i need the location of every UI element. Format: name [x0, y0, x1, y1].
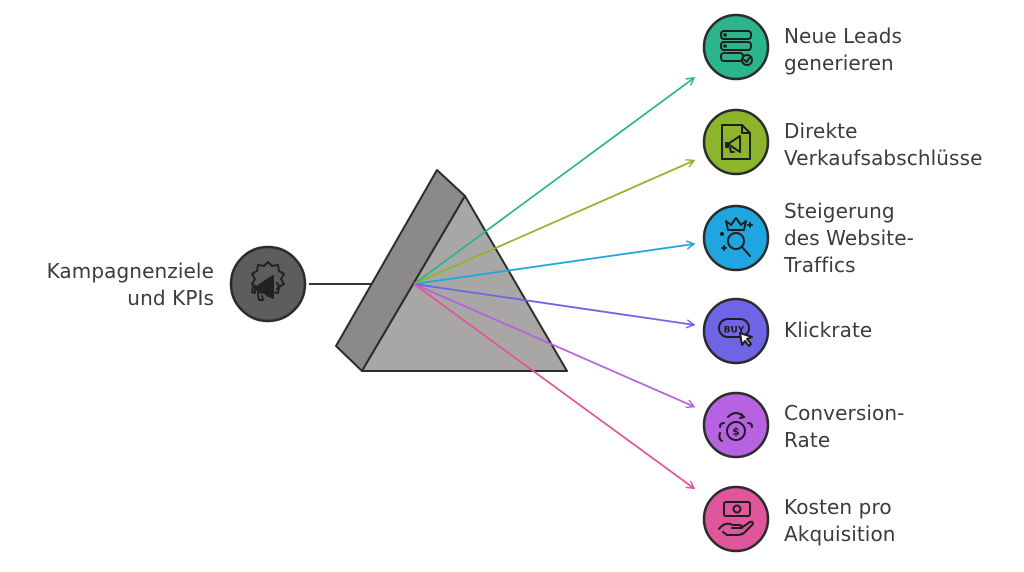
node-website-traffic [702, 204, 770, 272]
dollar-text: $ [732, 425, 740, 438]
node-kosten-akquisition [702, 485, 770, 553]
label-neue-leads-line-2: generieren [784, 51, 894, 75]
label-website-traffic-line-1: Steigerung [784, 199, 895, 223]
node-neue-leads [702, 13, 770, 81]
label-kosten-akquisition-line-1: Kosten pro [784, 495, 892, 519]
label-klickrate: Klickrate [784, 317, 1019, 344]
money-hand-icon [718, 501, 754, 536]
label-klickrate-line-1: Klickrate [784, 318, 873, 342]
dollar-cycle-icon: $ [718, 412, 753, 442]
label-verkaufsabschluesse: Direkte Verkaufsabschlüsse [784, 118, 1019, 172]
output-rays [413, 78, 694, 488]
label-verkaufsabschluesse-line-2: Verkaufsabschlüsse [784, 146, 983, 170]
label-website-traffic-line-3: Traffics [784, 253, 856, 277]
node-klickrate: BUY [702, 297, 770, 365]
label-website-traffic: Steigerung des Website- Traffics [784, 198, 1019, 279]
buy-click-icon: BUY [718, 318, 753, 347]
label-neue-leads: Neue Leads generieren [784, 23, 1019, 77]
source-label-line-2: und KPIs [127, 286, 214, 310]
ray-klickrate [413, 283, 694, 325]
source-label-line-1: Kampagnenziele [46, 259, 214, 283]
ray-website-traffic [413, 244, 694, 285]
output-nodes: BUY $ [702, 13, 770, 553]
megaphone-document-icon [721, 124, 751, 160]
ray-kosten-akquisition [413, 283, 694, 488]
prism [335, 169, 568, 372]
node-circle-conversion-rate [702, 391, 770, 459]
label-kosten-akquisition: Kosten pro Akquisition [784, 494, 1019, 548]
label-conversion-rate: Conversion- Rate [784, 400, 1019, 454]
ray-neue-leads [413, 78, 694, 285]
crown-person-icon [720, 217, 753, 257]
label-kosten-akquisition-line-2: Akquisition [784, 522, 896, 546]
label-conversion-rate-line-1: Conversion- [784, 401, 905, 425]
node-circle-neue-leads [702, 13, 770, 81]
label-verkaufsabschluesse-line-1: Direkte [784, 119, 858, 143]
node-conversion-rate: $ [702, 391, 770, 459]
label-website-traffic-line-2: des Website- [784, 226, 914, 250]
buy-text: BUY [724, 326, 745, 336]
megaphone-badge-icon [251, 261, 285, 301]
ray-conversion-rate [413, 283, 694, 407]
server-check-icon [720, 30, 753, 66]
node-circle-website-traffic [702, 204, 770, 272]
prism-front-face [361, 195, 568, 372]
node-circle-klickrate [702, 297, 770, 365]
source-node [229, 245, 307, 323]
node-verkaufsabschluesse [702, 108, 770, 176]
label-neue-leads-line-1: Neue Leads [784, 24, 903, 48]
node-circle-verkaufsabschluesse [702, 108, 770, 176]
label-conversion-rate-line-2: Rate [784, 428, 831, 452]
node-circle-kosten-akquisition [702, 485, 770, 553]
source-label: Kampagnenziele und KPIs [18, 258, 214, 312]
ray-verkaufsabschluesse [413, 161, 694, 285]
